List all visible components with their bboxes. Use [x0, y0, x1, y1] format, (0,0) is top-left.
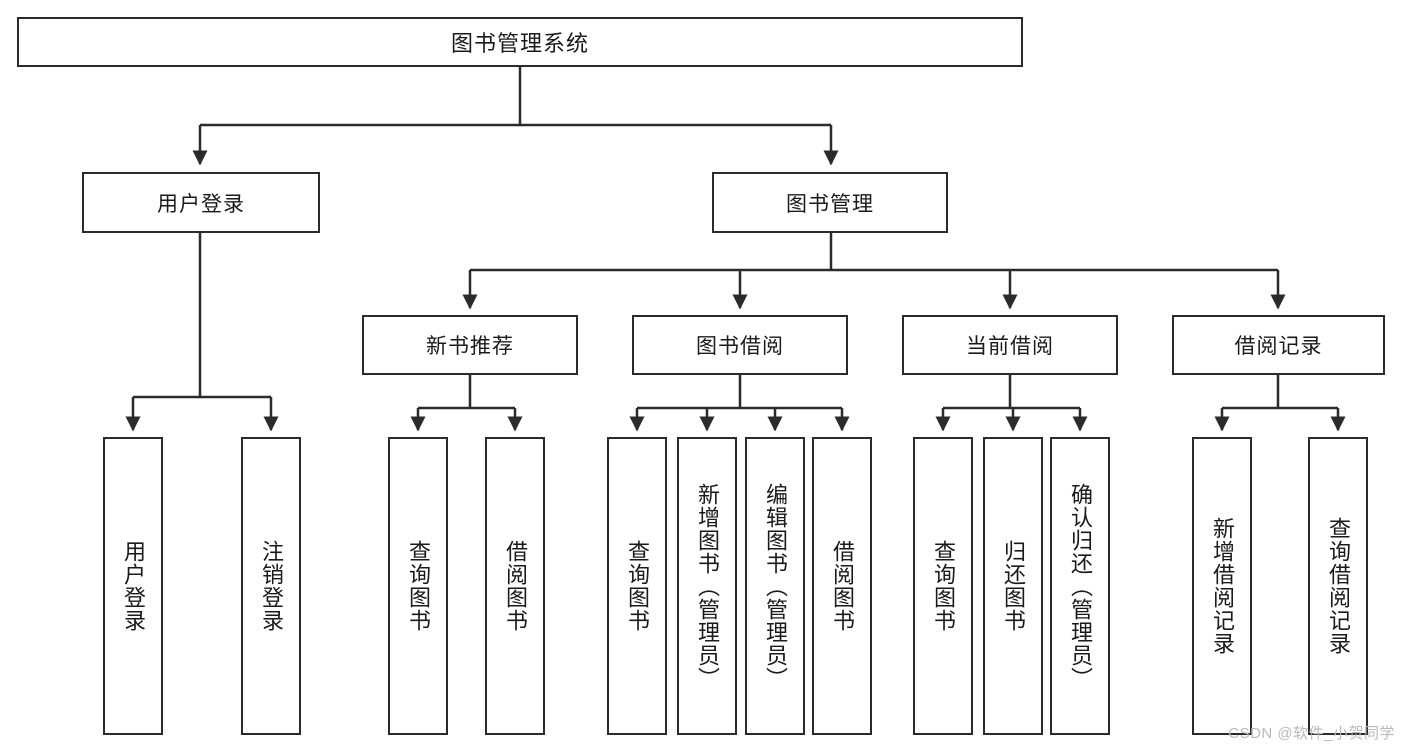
node-leaf-bor-add-book-label: 新增图书（管理员）: [694, 482, 720, 690]
node-leaf-cur-return-book[interactable]: 归还图书: [983, 437, 1043, 735]
node-leaf-cur-confirm-return-label: 确认归还（管理员）: [1067, 482, 1093, 690]
node-leaf-rec-add-record-label: 新增借阅记录: [1209, 517, 1235, 655]
node-leaf-bor-borrow-book-label: 借阅图书: [829, 540, 855, 632]
node-leaf-bor-edit-book-label: 编辑图书（管理员）: [762, 482, 788, 690]
node-root[interactable]: 图书管理系统: [17, 17, 1023, 67]
node-leaf-rec-query-record[interactable]: 查询借阅记录: [1308, 437, 1368, 735]
node-leaf-cur-confirm-return[interactable]: 确认归还（管理员）: [1050, 437, 1110, 735]
node-leaf-rec-borrow-book-label: 借阅图书: [502, 540, 528, 632]
node-borrow-record-label: 借阅记录: [1234, 335, 1323, 358]
node-leaf-rec-query-record-label: 查询借阅记录: [1325, 517, 1351, 655]
node-book-borrow[interactable]: 图书借阅: [632, 315, 848, 375]
node-leaf-rec-query-book[interactable]: 查询图书: [388, 437, 448, 735]
node-new-book-recommend[interactable]: 新书推荐: [362, 315, 578, 375]
node-leaf-cur-query-book[interactable]: 查询图书: [913, 437, 973, 735]
node-book-borrow-label: 图书借阅: [696, 335, 784, 358]
node-book-manage[interactable]: 图书管理: [712, 172, 948, 233]
node-leaf-user-logout-label: 注销登录: [258, 540, 284, 632]
node-borrow-record[interactable]: 借阅记录: [1172, 315, 1385, 375]
watermark-text: CSDN @软件_小贺同学: [1228, 725, 1395, 742]
node-leaf-rec-add-record[interactable]: 新增借阅记录: [1192, 437, 1252, 735]
node-leaf-cur-return-book-label: 归还图书: [1000, 540, 1026, 632]
node-leaf-rec-query-book-label: 查询图书: [405, 540, 431, 632]
node-current-borrow[interactable]: 当前借阅: [902, 315, 1118, 375]
node-user-login-label: 用户登录: [157, 192, 245, 216]
node-user-login[interactable]: 用户登录: [82, 172, 320, 233]
node-leaf-bor-edit-book[interactable]: 编辑图书（管理员）: [745, 437, 805, 735]
node-leaf-user-login[interactable]: 用户登录: [103, 437, 163, 735]
node-leaf-rec-borrow-book[interactable]: 借阅图书: [485, 437, 545, 735]
node-leaf-bor-borrow-book[interactable]: 借阅图书: [812, 437, 872, 735]
node-root-label: 图书管理系统: [450, 31, 589, 56]
node-leaf-bor-query-book[interactable]: 查询图书: [607, 437, 667, 735]
node-leaf-cur-query-book-label: 查询图书: [930, 540, 956, 632]
node-current-borrow-label: 当前借阅: [966, 335, 1054, 358]
node-new-book-recommend-label: 新书推荐: [426, 335, 514, 358]
node-leaf-user-login-label: 用户登录: [120, 540, 146, 632]
node-leaf-bor-query-book-label: 查询图书: [624, 540, 650, 632]
node-leaf-user-logout[interactable]: 注销登录: [241, 437, 301, 735]
node-book-manage-label: 图书管理: [786, 192, 874, 216]
node-leaf-bor-add-book[interactable]: 新增图书（管理员）: [677, 437, 737, 735]
